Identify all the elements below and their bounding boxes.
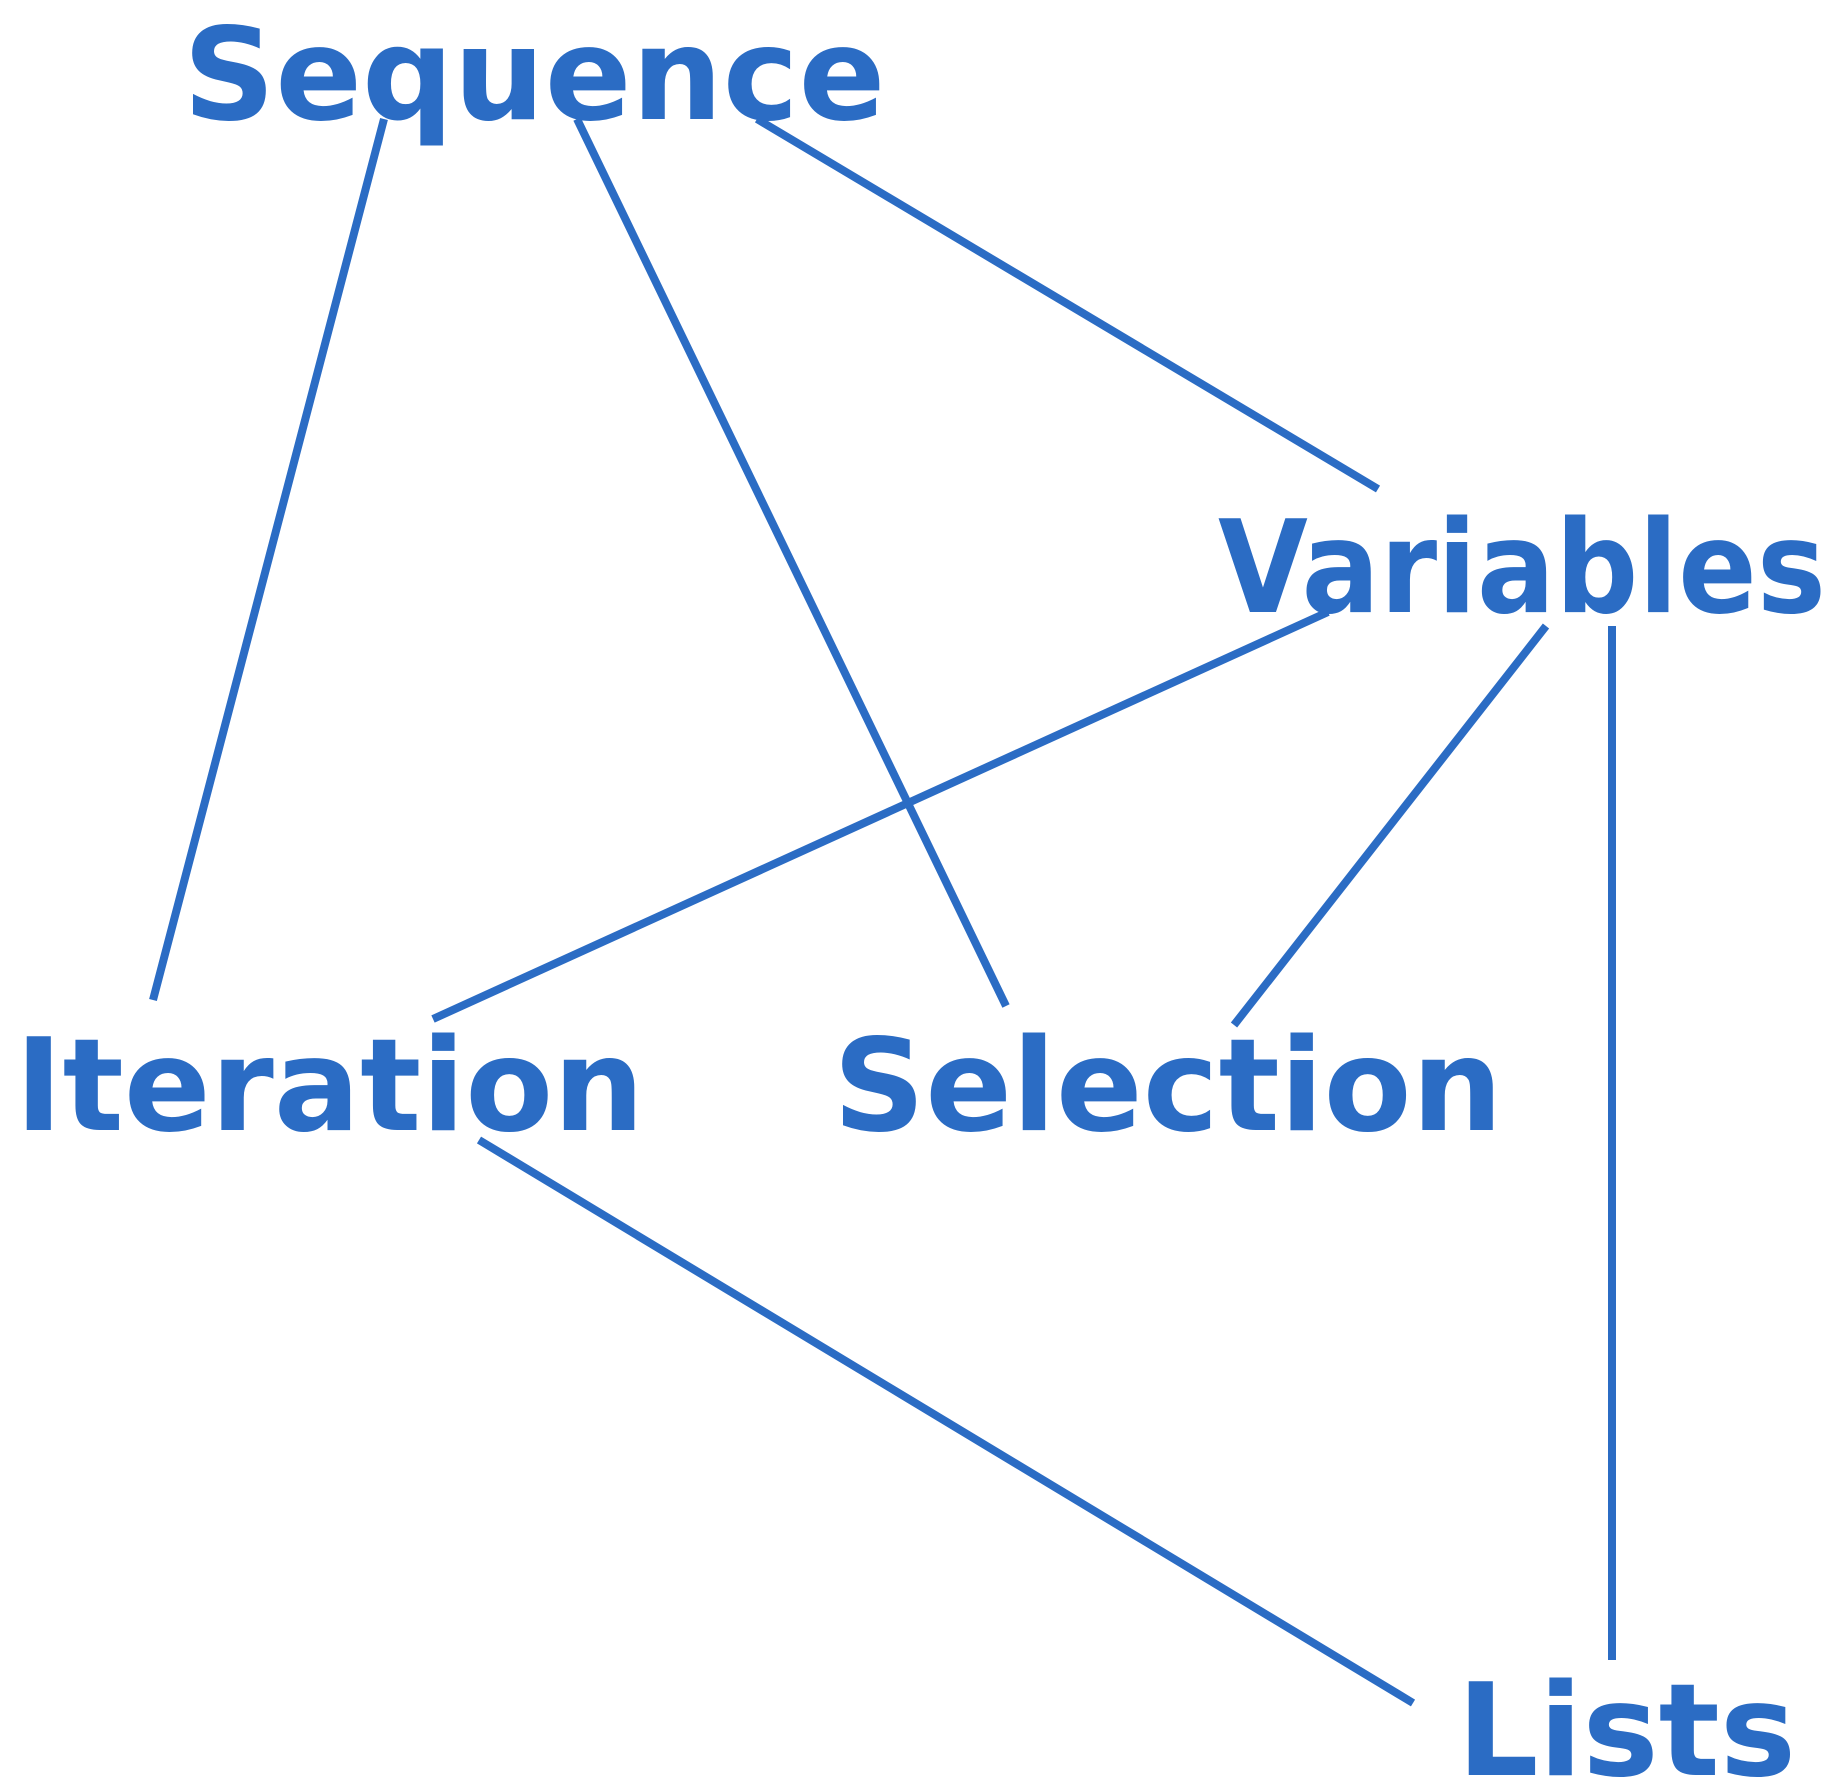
node-variables: Variables — [1218, 494, 1826, 643]
labels-layer: Sequence Variables Iteration Selection L… — [15, 1, 1826, 1788]
node-sequence: Sequence — [183, 1, 885, 150]
edge-variables-iteration — [431, 608, 1330, 1023]
edge-variables-selection — [1230, 623, 1550, 1028]
node-iteration: Iteration — [15, 1012, 644, 1161]
edge-iteration-lists — [476, 1136, 1416, 1707]
node-selection: Selection — [833, 1012, 1503, 1161]
edge-sequence-selection — [573, 117, 1010, 1008]
edge-sequence-iteration — [149, 117, 388, 1002]
edges-layer — [149, 115, 1616, 1707]
node-lists: Lists — [1457, 1657, 1796, 1788]
edge-sequence-variables — [754, 115, 1381, 493]
